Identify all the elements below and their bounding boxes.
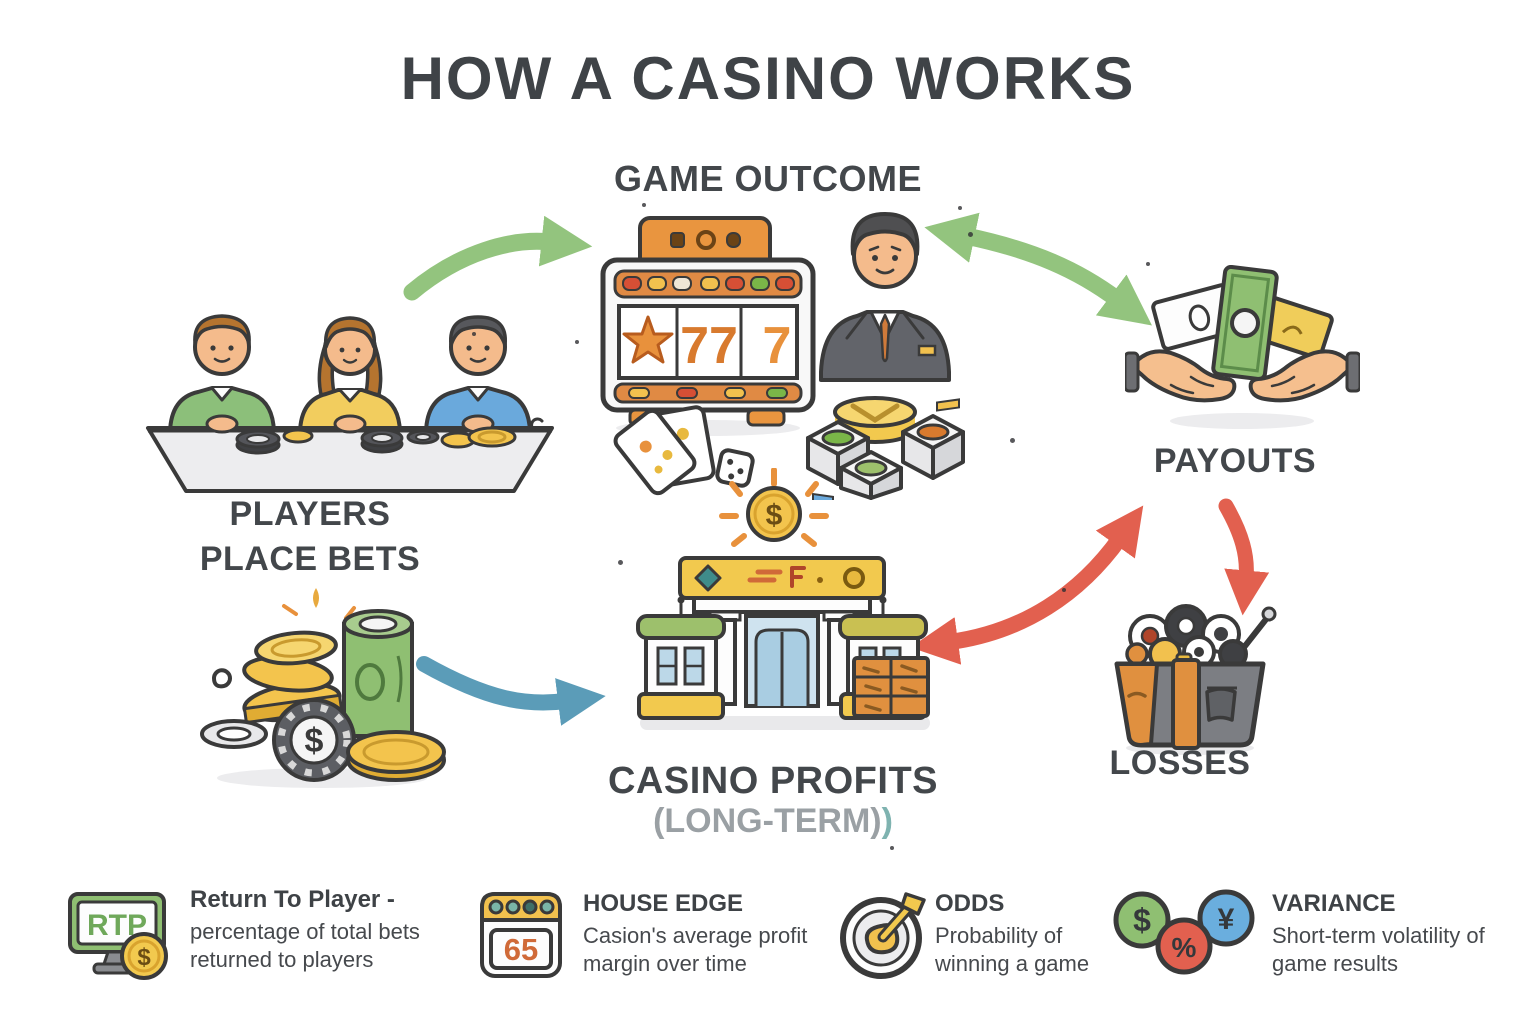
- hand-left: [1125, 349, 1237, 403]
- label-long-term: (LONG-TERM)): [593, 802, 953, 841]
- variance-coin-dollar: $: [1133, 902, 1151, 938]
- chip-pile: [1125, 604, 1277, 671]
- rolled-banknote: [342, 609, 414, 738]
- ink-speck: [1062, 588, 1066, 592]
- house-edge-digits: 65: [504, 932, 538, 967]
- ink-speck: [575, 340, 579, 344]
- slot-reel-right: 7: [763, 317, 792, 375]
- arrow-players-to-game-icon: [403, 215, 593, 301]
- arrow-payouts-to-casino-icon: [910, 505, 1144, 665]
- portico: [692, 596, 872, 708]
- legend-odds-desc: Probability of winning a game: [935, 923, 1090, 977]
- label-casino-profits: CASINO PROFITS: [607, 760, 939, 802]
- label-payouts: PAYOUTS: [1153, 442, 1317, 480]
- casino-building-illustration: $: [636, 468, 930, 730]
- rtp-monitor-icon: RTP $: [68, 892, 168, 980]
- house-edge-calculator-icon: 65: [480, 892, 562, 978]
- ink-speck: [1146, 262, 1150, 266]
- ink-speck: [958, 206, 962, 210]
- legend-item-odds: ODDS Probability of winning a game: [935, 890, 1115, 978]
- label-game-outcome: GAME OUTCOME: [614, 158, 922, 199]
- label-players-place-bets: PLAYERS PLACE BETS: [110, 492, 510, 582]
- dollar-symbol: $: [305, 722, 324, 760]
- ink-speck: [1010, 438, 1015, 443]
- arrow-payouts-to-losses-icon: [1218, 498, 1270, 616]
- label-losses: LOSSES: [1109, 744, 1251, 782]
- ink-speck: [642, 203, 646, 207]
- dollar-symbol: $: [137, 944, 151, 971]
- chip-boxes: [806, 396, 965, 500]
- arrow-money-to-casino-icon: [416, 656, 606, 726]
- label-long-term-text: (LONG-TERM): [653, 802, 882, 840]
- playing-cards: [613, 405, 755, 496]
- legend-item-rtp: Return To Player - percentage of total b…: [190, 886, 450, 974]
- variance-coin-percent: %: [1172, 932, 1197, 963]
- legend-variance-desc: Short-term volatility of game results: [1272, 923, 1485, 977]
- legend-item-house-edge: HOUSE EDGE Casion's average profit margi…: [583, 890, 823, 978]
- star-icon: [622, 315, 674, 364]
- players-illustration: [146, 314, 554, 493]
- basket: [1114, 658, 1266, 750]
- casino-sign: [678, 556, 886, 600]
- ink-speck: [968, 232, 973, 237]
- crates: [852, 656, 930, 718]
- left-wing: [636, 596, 726, 720]
- game-outcome-illustration: 77 7: [600, 212, 965, 500]
- player-green: [168, 314, 276, 439]
- profit-coin: $: [719, 468, 829, 547]
- dart-flight: [900, 892, 926, 916]
- table-chips: [235, 417, 544, 455]
- ink-speck: [472, 332, 476, 336]
- dealer: [819, 212, 951, 382]
- payouts-illustration: [1125, 265, 1360, 429]
- gold-coin-flat: [346, 730, 446, 782]
- label-long-term-accent-paren: ): [881, 802, 893, 840]
- label-players-line2: PLACE BETS: [199, 540, 421, 579]
- slot-reel-center: 77: [680, 317, 738, 375]
- legend-rtp-title: Return To Player -: [190, 886, 395, 913]
- legend-house-edge-desc: Casion's average profit margin over time: [583, 923, 808, 977]
- hand-right: [1248, 349, 1360, 403]
- losses-illustration: [1114, 604, 1277, 755]
- small-gray-chip: [200, 719, 268, 749]
- legend-item-variance: VARIANCE Short-term volatility of game r…: [1272, 890, 1492, 978]
- page-title: HOW A CASINO WORKS: [400, 45, 1136, 112]
- legend-variance-title: VARIANCE: [1272, 890, 1396, 917]
- odds-target-icon: [840, 892, 926, 979]
- legend-odds-title: ODDS: [935, 890, 1005, 917]
- diamond-icon: [694, 564, 722, 592]
- variance-coin-yen: ¥: [1218, 903, 1235, 936]
- money-stack-illustration: $: [200, 588, 446, 788]
- dollar-chip: $: [272, 698, 356, 782]
- variance-coins-icon: $ ¥ %: [1113, 889, 1255, 975]
- tie-icon: [879, 313, 891, 363]
- arrow-game-to-payouts-icon: [924, 212, 1153, 326]
- player-blue: [424, 315, 532, 439]
- label-players-line1: PLAYERS: [229, 495, 391, 533]
- legend-rtp-desc: percentage of total bets returned to pla…: [190, 919, 420, 973]
- player-yellow: [298, 316, 402, 439]
- ink-speck: [890, 846, 894, 850]
- dollar-symbol: $: [766, 499, 783, 532]
- legend-house-edge-title: HOUSE EDGE: [583, 890, 744, 917]
- ink-speck: [618, 560, 623, 565]
- banknote-green: [1211, 265, 1279, 382]
- slot-machine: 77 7: [600, 216, 816, 427]
